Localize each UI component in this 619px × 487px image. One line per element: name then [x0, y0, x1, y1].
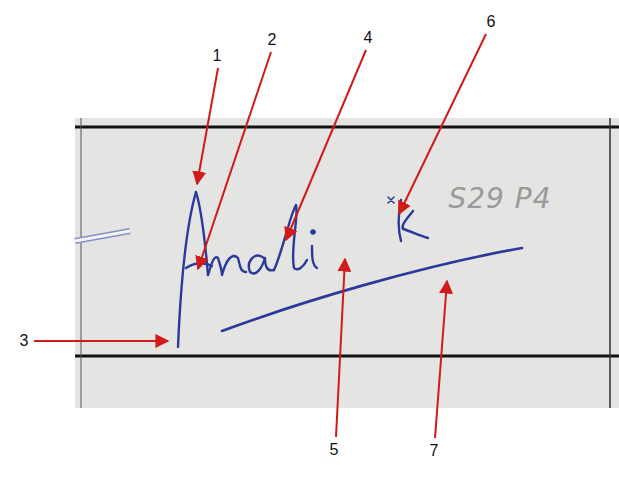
callout-number: 5: [330, 441, 339, 459]
callout-arrows: [34, 34, 486, 438]
signature-strokes: [178, 192, 522, 347]
callout-number: 6: [487, 13, 496, 31]
callout-number: 4: [364, 29, 373, 47]
handwritten-note: S29 P4: [448, 182, 551, 215]
pen-arrow: [75, 231, 130, 241]
callout-number: 1: [213, 47, 222, 65]
table-rule: [609, 118, 611, 408]
callout-number: 3: [20, 332, 29, 350]
table-rule: [81, 118, 82, 408]
table-rule: [75, 355, 619, 358]
table-rule: [75, 126, 619, 129]
callout-number: 2: [268, 31, 277, 49]
callout-number: 7: [430, 442, 439, 460]
paper-cell: [75, 118, 619, 408]
